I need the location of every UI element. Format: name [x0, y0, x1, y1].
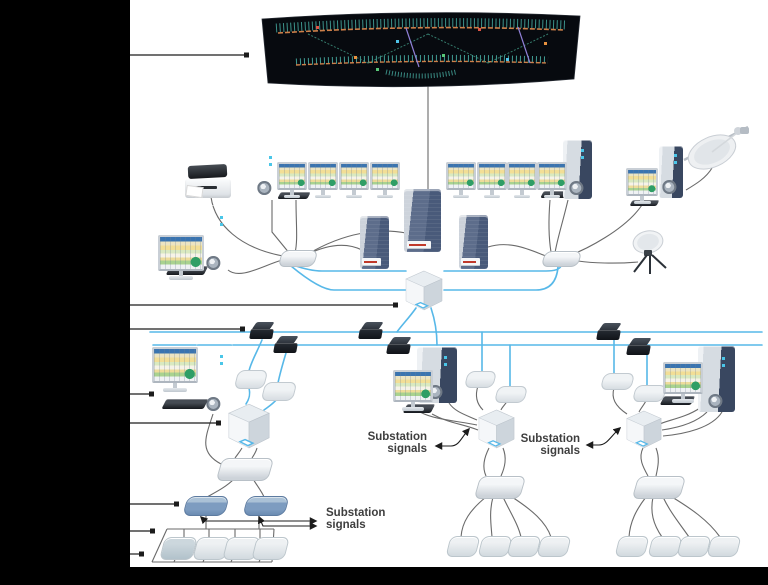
video-wall-icon — [261, 12, 581, 88]
label-line-1: Substation — [326, 507, 386, 519]
converter-box-icon — [631, 385, 668, 402]
switch-icon — [277, 250, 319, 267]
monitor-icon — [393, 370, 433, 411]
satellite-dish-icon — [683, 125, 749, 170]
monitor-icon — [308, 162, 338, 198]
monitor-icon — [507, 162, 537, 198]
converter-box-icon — [599, 373, 636, 390]
switch-icon — [631, 476, 687, 499]
left-mask — [0, 0, 130, 585]
keyboard-icon — [161, 399, 209, 409]
modem-icon — [387, 337, 413, 354]
label-line-2: signals — [540, 444, 580, 457]
monitor-icon — [158, 235, 204, 280]
label-line-1: Substation — [367, 431, 427, 443]
monitor-icon — [626, 168, 658, 204]
modem-icon — [274, 336, 300, 353]
switch-icon — [473, 476, 527, 499]
monitor-icon — [152, 347, 198, 392]
modem-icon — [359, 322, 385, 339]
label-line-1: Substation — [520, 433, 580, 445]
tower-pc-icon — [659, 146, 683, 198]
tower-pc-icon — [196, 343, 233, 415]
bottom-mask — [0, 567, 768, 585]
monitor-icon — [370, 162, 400, 198]
server-icon — [360, 216, 389, 269]
blue-io-box-icon — [242, 496, 290, 516]
wall-signal-dots — [316, 26, 547, 71]
substation-signals-label: Substation signals — [510, 433, 580, 458]
monitor-icon — [537, 162, 567, 198]
rtu-cube-icon — [625, 409, 663, 449]
callout-dots — [139, 52, 398, 557]
monitor-icon — [277, 162, 307, 198]
monitor-icon — [446, 162, 476, 198]
switch-icon — [215, 458, 275, 481]
server-icon — [459, 215, 488, 269]
server-icon — [404, 189, 441, 252]
monitor-icon — [477, 162, 507, 198]
converter-box-icon — [260, 382, 298, 401]
modem-icon — [250, 322, 276, 339]
tower-pc-icon — [252, 148, 279, 199]
substation-signals-label: Substation signals — [357, 431, 427, 456]
modem-icon — [597, 323, 623, 340]
tower-pc-icon — [563, 140, 592, 199]
signal-arrows — [199, 427, 622, 530]
modem-icon — [627, 338, 653, 355]
callout-lines — [128, 54, 394, 555]
printer-icon — [185, 163, 231, 199]
tower-pc-icon — [698, 346, 735, 412]
monitor-icon — [339, 162, 369, 198]
blue-io-box-icon — [182, 496, 230, 516]
switch-icon — [540, 251, 583, 267]
tower-pc-icon — [199, 205, 231, 274]
gateway-cube-icon — [404, 269, 444, 311]
label-line-2: signals — [387, 442, 427, 455]
substation-signals-label: Substation signals — [326, 507, 396, 532]
monitor-icon — [663, 362, 703, 403]
portable-satellite-dish-icon — [632, 230, 667, 274]
label-line-2: signals — [326, 518, 366, 531]
rtu-cube-icon — [226, 402, 272, 449]
